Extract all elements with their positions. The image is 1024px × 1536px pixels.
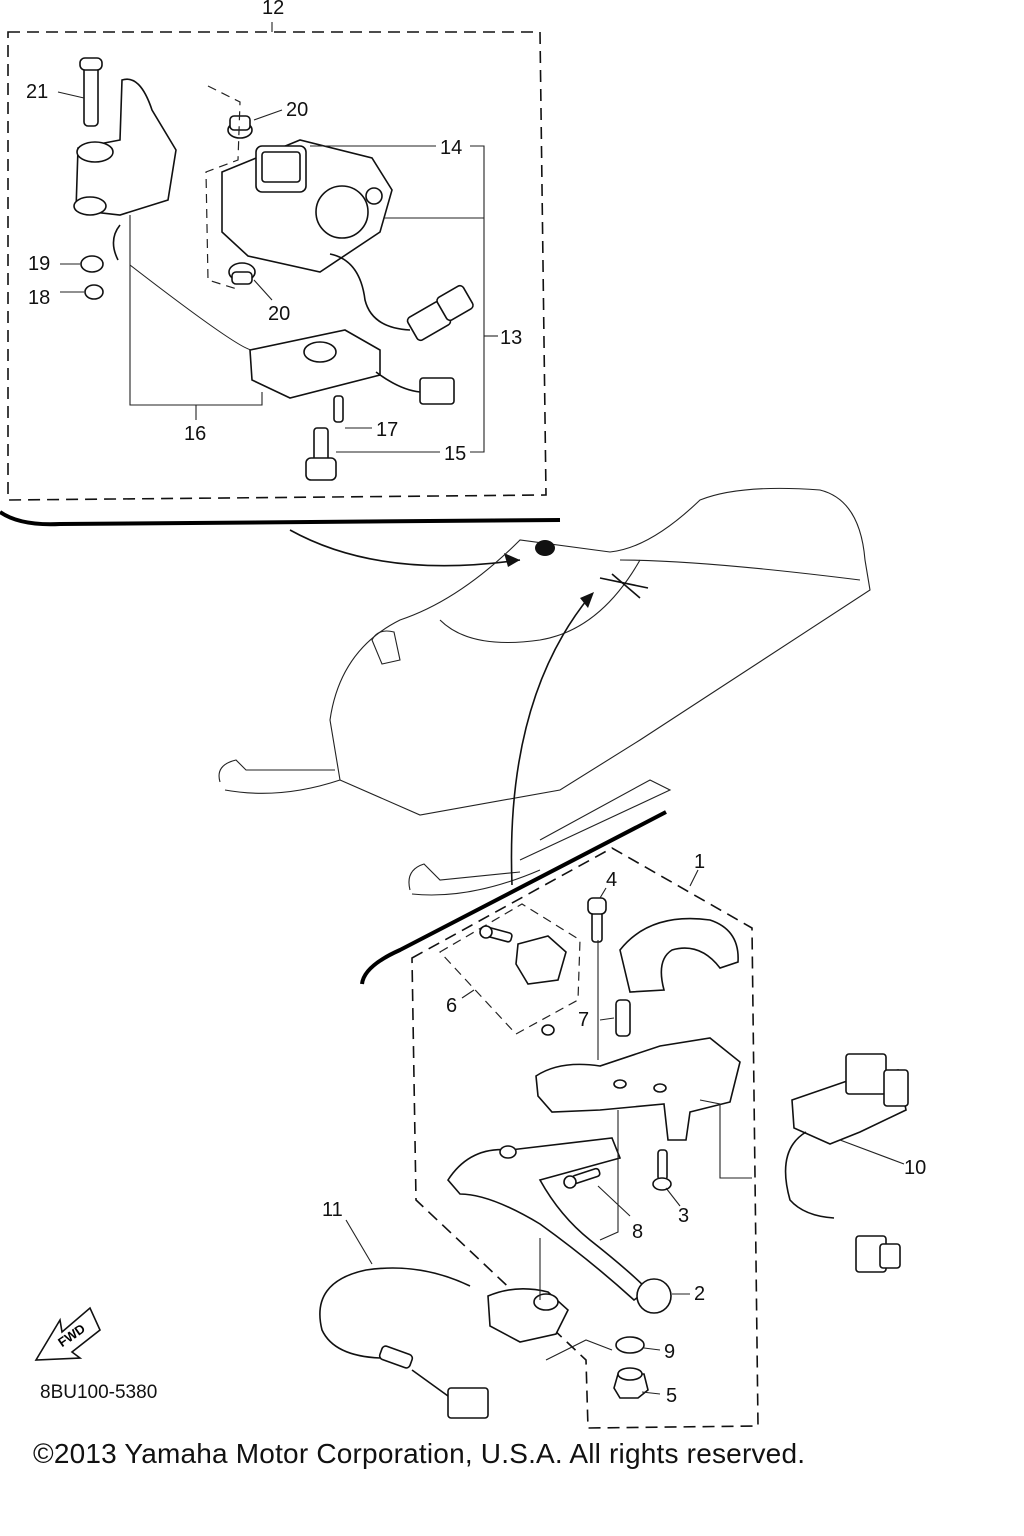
bracket-assembly bbox=[73, 57, 177, 261]
callout-17: 17 bbox=[376, 419, 398, 441]
callout-8: 8 bbox=[632, 1221, 643, 1243]
snowmobile-outline bbox=[218, 487, 871, 896]
copyright-notice: ©2013 Yamaha Motor Corporation, U.S.A. A… bbox=[33, 1438, 806, 1469]
washer-18 bbox=[84, 284, 104, 300]
section-divider bbox=[360, 810, 667, 985]
leader-lines-lower bbox=[345, 869, 905, 1395]
detail-box-assembly-12 bbox=[0, 22, 561, 567]
callout-6: 6 bbox=[446, 995, 457, 1017]
bolt-4 bbox=[587, 897, 607, 943]
callout-12: 12 bbox=[262, 0, 284, 19]
screw-17 bbox=[333, 395, 344, 423]
clamp-block-6 bbox=[515, 935, 567, 1036]
callout-21: 21 bbox=[26, 81, 48, 103]
callout-5: 5 bbox=[666, 1385, 677, 1407]
switch-body-14 bbox=[221, 139, 474, 342]
brake-lever-2 bbox=[447, 1137, 672, 1314]
callout-20-bottom: 20 bbox=[268, 303, 290, 325]
fwd-arrow-icon: FWD bbox=[34, 1306, 101, 1361]
callout-11: 11 bbox=[322, 1199, 343, 1221]
bolt-15 bbox=[305, 427, 337, 481]
screw-6 bbox=[479, 925, 513, 943]
stop-switch-11 bbox=[319, 1267, 569, 1419]
callout-1: 1 bbox=[694, 851, 705, 873]
callout-13: 13 bbox=[500, 327, 522, 349]
callout-15: 15 bbox=[444, 443, 466, 465]
washer-19 bbox=[80, 255, 104, 273]
callout-7: 7 bbox=[578, 1009, 589, 1031]
callout-18: 18 bbox=[28, 287, 50, 309]
nut-5 bbox=[613, 1367, 649, 1399]
callout-3: 3 bbox=[678, 1205, 689, 1227]
screw-8 bbox=[563, 1167, 601, 1189]
cover bbox=[619, 917, 739, 993]
diagram-code: 8BU100-5380 bbox=[40, 1382, 158, 1403]
callout-2: 2 bbox=[694, 1283, 705, 1305]
washer-9 bbox=[615, 1336, 645, 1354]
housing-16 bbox=[129, 215, 455, 406]
leader-lines-upper bbox=[57, 91, 498, 453]
callout-4: 4 bbox=[606, 869, 617, 891]
detail-box-assembly-1 bbox=[411, 847, 759, 1429]
callout-16: 16 bbox=[184, 423, 206, 445]
lever-holder bbox=[535, 1037, 741, 1141]
switch-10 bbox=[784, 1053, 909, 1273]
callout-20-top: 20 bbox=[286, 99, 308, 121]
callout-9: 9 bbox=[664, 1341, 675, 1363]
callout-10: 10 bbox=[904, 1157, 926, 1179]
grommet-20-bottom bbox=[228, 262, 256, 285]
collar-7 bbox=[615, 999, 631, 1037]
callout-labels: 1 2 3 4 5 6 7 8 9 10 11 12 13 14 15 16 1… bbox=[26, 0, 926, 1407]
screw-3 bbox=[652, 1149, 672, 1191]
callout-14: 14 bbox=[440, 137, 462, 159]
callout-19: 19 bbox=[28, 253, 50, 275]
